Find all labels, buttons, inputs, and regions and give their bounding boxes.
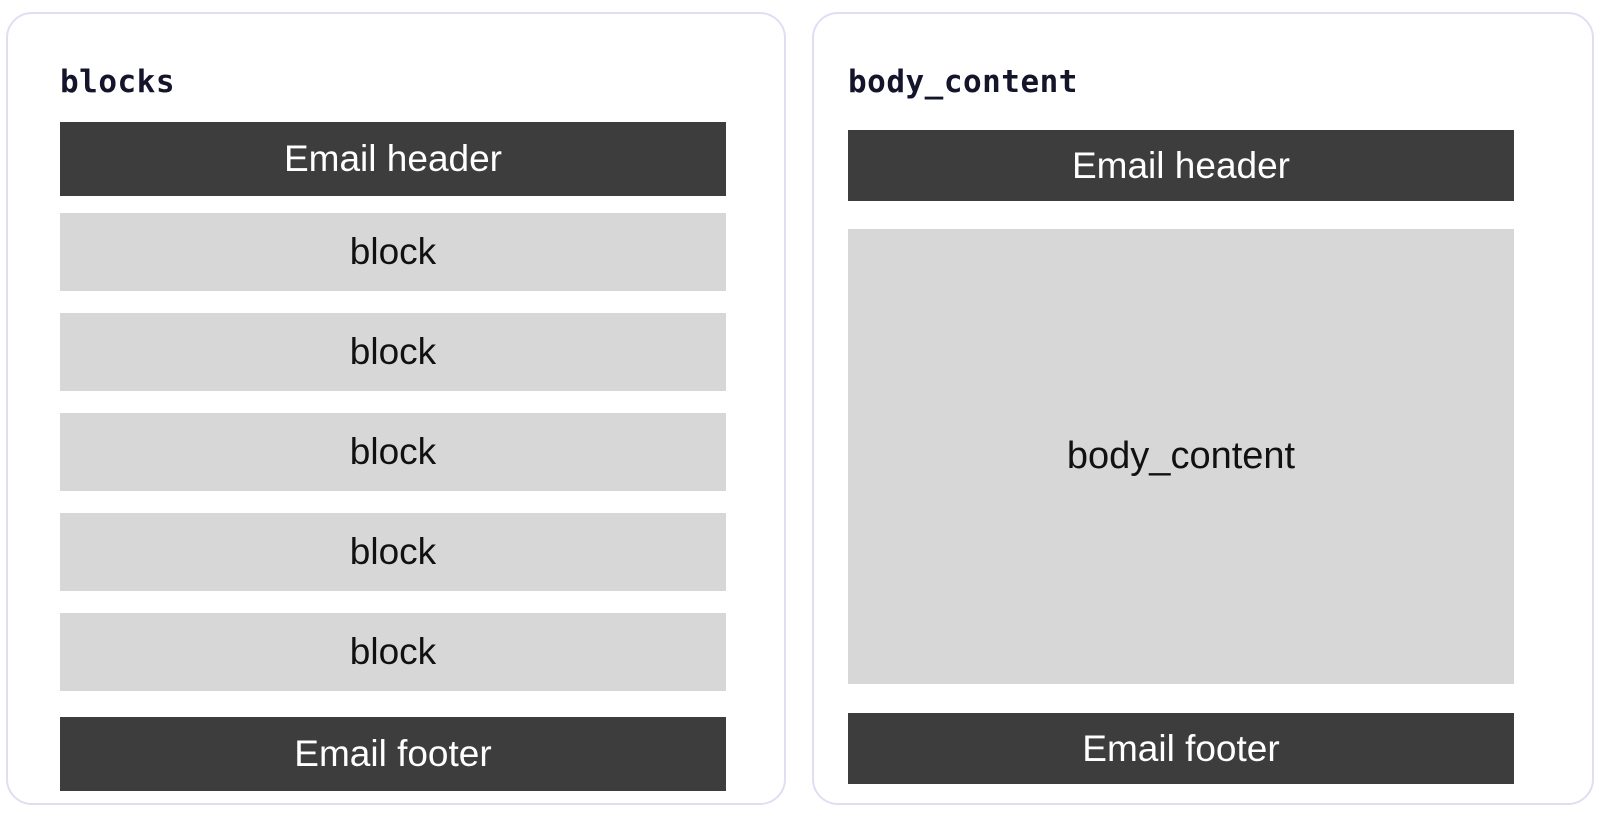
email-footer-bar: Email footer [60,717,726,791]
panel-title-body-content: body_content [848,64,1078,100]
blocks-stack: Email header block block block block blo… [60,122,726,791]
email-footer-bar: Email footer [848,713,1514,784]
spacer [60,691,726,717]
body-content-box: body_content [848,229,1514,684]
block-bar: block [60,313,726,391]
spacer [848,684,1514,713]
email-header-bar: Email header [848,130,1514,201]
email-header-bar: Email header [60,122,726,196]
panel-title-blocks: blocks [60,64,175,100]
block-bar: block [60,613,726,691]
spacer [848,201,1514,229]
body-content-stack: Email header body_content Email footer [848,130,1514,784]
spacer [60,291,726,313]
spacer [60,196,726,213]
panel-blocks: blocks Email header block block block bl… [6,12,786,805]
panel-body-content: body_content Email header body_content E… [812,12,1594,805]
block-bar: block [60,213,726,291]
block-bar: block [60,513,726,591]
spacer [60,491,726,513]
spacer [60,591,726,613]
block-bar: block [60,413,726,491]
spacer [60,391,726,413]
